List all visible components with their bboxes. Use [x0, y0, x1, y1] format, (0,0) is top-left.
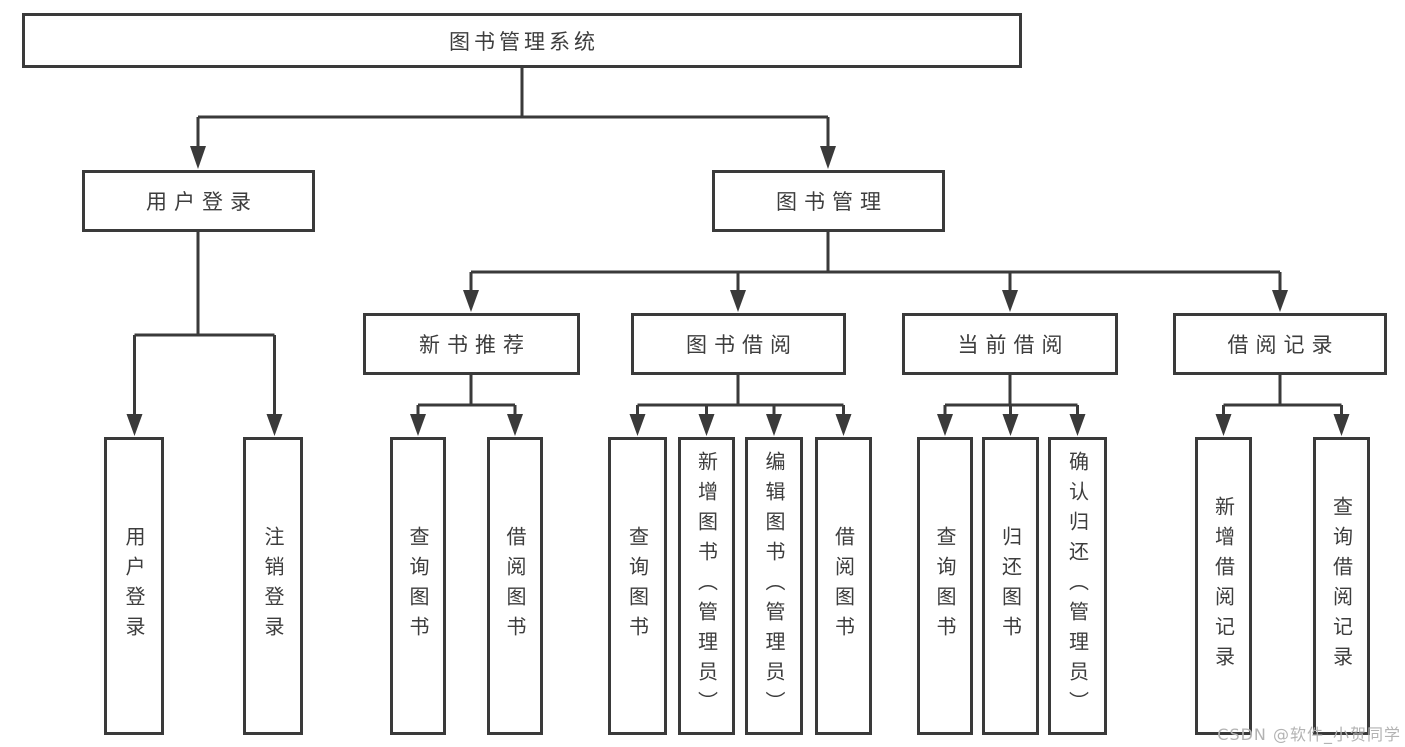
leaf-borrow-book-label: 借阅图书 [831, 526, 856, 646]
node-current-borrow: 当前借阅 [902, 313, 1118, 375]
leaf-query-book-current-label: 查询图书 [933, 526, 957, 646]
leaf-borrow-book: 借阅图书 [815, 437, 872, 735]
csdn-watermark: CSDN @软件_小贺同学 [1217, 725, 1401, 744]
leaf-query-borrow-record-label: 查询借阅记录 [1329, 496, 1354, 676]
node-book-borrow: 图书借阅 [631, 313, 846, 375]
leaf-add-borrow-record-label: 新增借阅记录 [1211, 496, 1236, 676]
leaf-query-book-recommend-label: 查询图书 [406, 526, 430, 646]
leaf-edit-book-admin-label: 编辑图书（管理员） [762, 451, 786, 721]
leaf-query-book-current: 查询图书 [917, 437, 973, 735]
node-root-system: 图书管理系统 [22, 13, 1022, 68]
leaf-add-borrow-record: 新增借阅记录 [1195, 437, 1252, 735]
node-user-login-label: 用户登录 [146, 190, 258, 214]
node-borrow-records: 借阅记录 [1173, 313, 1387, 375]
node-new-book-recommend: 新书推荐 [363, 313, 580, 375]
node-borrow-records-label: 借阅记录 [1227, 333, 1340, 357]
leaf-borrow-book-recommend: 借阅图书 [487, 437, 543, 735]
leaf-user-login-label: 用户登录 [122, 526, 146, 646]
node-current-borrow-label: 当前借阅 [957, 333, 1070, 357]
leaf-add-book-admin-label: 新增图书（管理员） [694, 451, 719, 721]
node-book-borrow-label: 图书借阅 [686, 333, 798, 357]
node-user-login: 用户登录 [82, 170, 315, 232]
leaf-logout-label: 注销登录 [261, 526, 285, 646]
leaf-query-borrow-record: 查询借阅记录 [1313, 437, 1370, 735]
arrowheads [126, 146, 1350, 436]
node-root-label: 图书管理系统 [449, 29, 599, 54]
leaf-confirm-return-admin-label: 确认归还（管理员） [1065, 451, 1090, 721]
leaf-user-login: 用户登录 [104, 437, 164, 735]
leaf-return-book-label: 归还图书 [998, 526, 1023, 646]
node-new-book-recommend-label: 新书推荐 [419, 333, 531, 357]
leaf-query-book-borrow-label: 查询图书 [625, 526, 650, 646]
leaf-logout: 注销登录 [243, 437, 303, 735]
leaf-query-book-borrow: 查询图书 [608, 437, 667, 735]
leaf-add-book-admin: 新增图书（管理员） [678, 437, 735, 735]
leaf-query-book-recommend: 查询图书 [390, 437, 446, 735]
leaf-confirm-return-admin: 确认归还（管理员） [1048, 437, 1107, 735]
leaf-borrow-book-recommend-label: 借阅图书 [503, 526, 527, 646]
leaf-edit-book-admin: 编辑图书（管理员） [745, 437, 803, 735]
node-book-management-label: 图书管理 [776, 190, 888, 214]
node-book-management: 图书管理 [712, 170, 945, 232]
leaf-return-book: 归还图书 [982, 437, 1039, 735]
